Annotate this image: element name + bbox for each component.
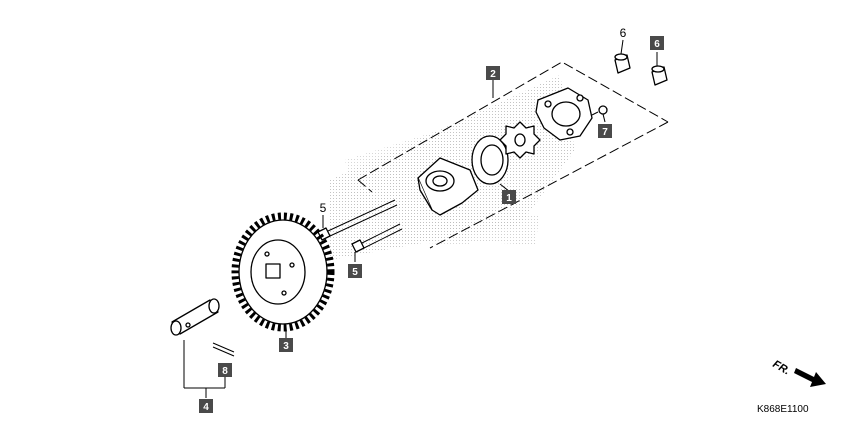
dowel-pin-left (614, 53, 631, 74)
small-bolt (591, 105, 608, 116)
pin (212, 342, 235, 357)
assembly-outline (357, 61, 669, 249)
diagram-code: K868E1100 (757, 404, 809, 415)
dowel-pin-right (651, 65, 668, 86)
callout-5-boxed: 5 (348, 264, 362, 278)
callout-7: 7 (598, 124, 612, 138)
callout-2: 2 (486, 66, 500, 80)
callout-1: 1 (502, 190, 516, 204)
callout-8: 8 (218, 363, 232, 377)
callout-5-plain: 5 (320, 201, 327, 215)
front-arrow-icon (794, 368, 826, 387)
callout-6-boxed-label: 6 (654, 39, 660, 50)
outer-rotor (471, 135, 509, 185)
callout-3: 3 (279, 338, 293, 352)
callout-8-label: 8 (222, 366, 228, 377)
callout-4: 4 (199, 399, 213, 413)
callout-6-plain: 6 (620, 26, 627, 40)
shaft (170, 298, 220, 336)
callout-5-plain-label: 5 (320, 201, 327, 215)
callout-2-label: 2 (490, 69, 496, 80)
inner-rotor (499, 121, 541, 159)
oil-pump-body (417, 157, 479, 216)
pump-cover (535, 87, 593, 141)
callout-1-label: 1 (506, 193, 512, 204)
callout-3-label: 3 (283, 341, 289, 352)
callout-7-label: 7 (602, 127, 608, 138)
leader-lines (183, 39, 658, 398)
callout-4-label: 4 (203, 402, 209, 413)
callout-6-boxed: 6 (650, 36, 664, 50)
front-direction-indicator: FR. (771, 358, 826, 387)
driven-gear (231, 212, 335, 332)
callout-5-boxed-label: 5 (352, 267, 358, 278)
bolt-lower (351, 223, 403, 253)
front-direction-label: FR. (771, 358, 792, 377)
callout-6-plain-label: 6 (620, 26, 627, 40)
